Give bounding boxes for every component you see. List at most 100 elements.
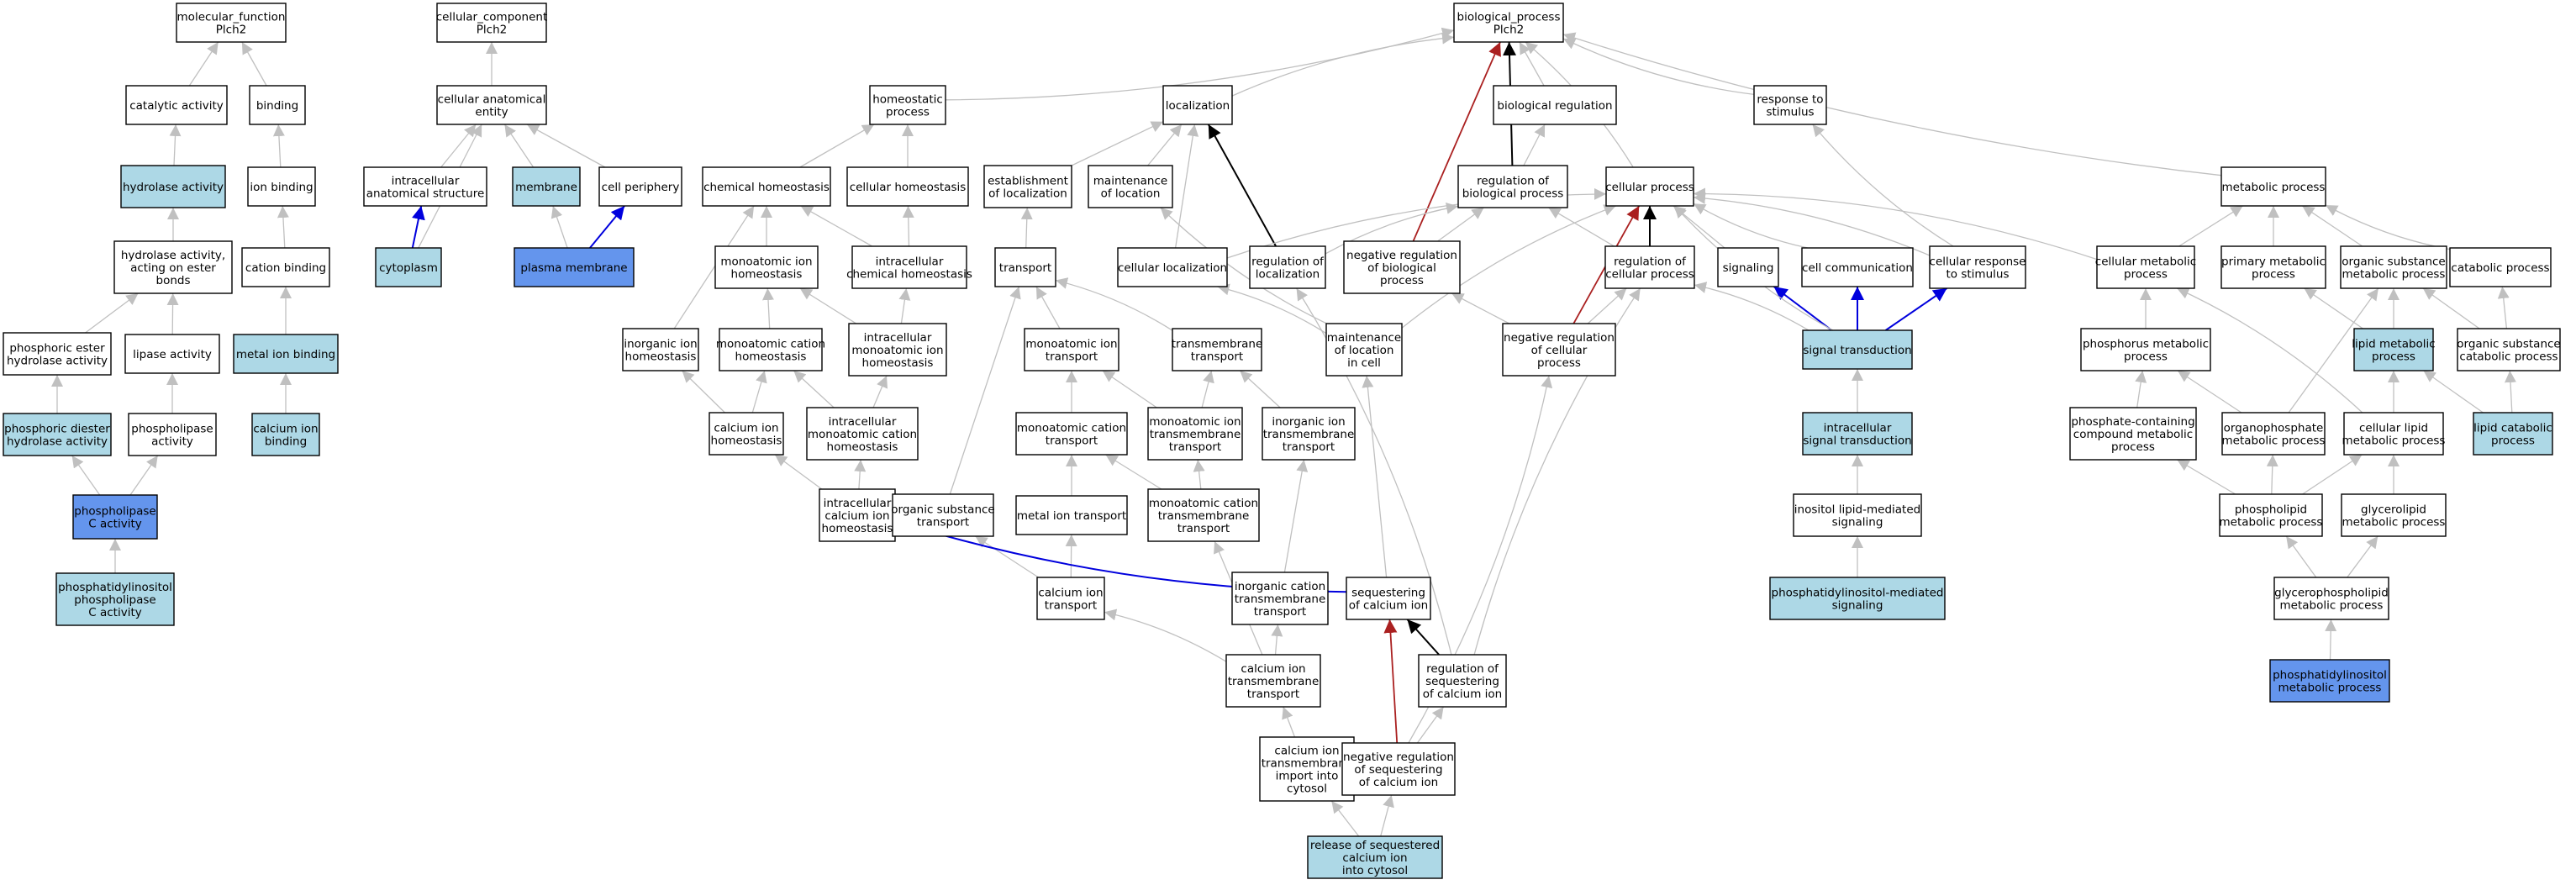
edge-negregbio-to-regbio [1437,207,1484,242]
node-box-monocattrans [1015,412,1128,456]
node-box-bp [1453,3,1564,43]
node-label-cellproc: cellular process [1605,181,1694,194]
edge-negregcell-to-regcell [1587,287,1627,324]
edge-pm-to-membrane [550,205,568,249]
node-box-metaltrans [1015,495,1128,535]
node-label-cationbinding: cation binding [245,261,326,275]
node-box-primmetab [2220,245,2326,289]
node-box-monotmtrans [1147,407,1243,461]
node-box-loc [1162,85,1233,125]
edge-plc-to-phospholipase [129,455,159,496]
edge-glycerophos-to-glycerolipid [2347,535,2378,578]
node-label-chemhomeo: chemical homeostasis [703,181,830,194]
edge-icmonocathomeo-to-monocathomeo [793,370,835,408]
node-box-caltmtrans [1225,654,1321,708]
edge-caltmimport-to-caltmtrans [1282,706,1296,738]
edge-inorgcattmtrans-to-inorgtmtrans [1283,459,1309,573]
node-box-glycerolipid [2341,493,2447,537]
node-box-transport [994,247,1056,287]
node-label-cellcomm: cell communication [1802,261,1913,275]
edge-ionbinding-to-binding [272,124,285,168]
node-box-phospholipase [128,413,217,456]
node-metaltrans: metal ion transport [1015,495,1128,535]
node-box-pipc [55,572,175,626]
node-box-regcell [1604,245,1695,289]
node-box-monocathomeo [719,328,823,371]
edge-orgcatab-to-orgmetab [2422,287,2480,329]
node-transport: transport [994,247,1056,287]
node-box-periphery [598,166,682,207]
node-box-cytoplasm [375,247,442,287]
node-box-estloc [983,165,1072,208]
edge-phoscomp-to-phosmetab [2135,370,2147,408]
edge-plc-to-phosdiester [71,455,101,496]
edge-sigtrans-to-regcell [1694,282,1810,331]
node-catab: catabolic process [2449,247,2552,287]
node-label-catab: catabolic process [2451,261,2549,275]
node-box-iccalhomeo [819,488,896,542]
edge-cellcomm-to-cellproc [1693,203,1808,249]
edge-caltrans-to-metaltrans [1065,534,1077,578]
edge-estloc-to-loc [1071,121,1164,166]
node-box-phosdiester [3,413,112,456]
node-membrane: membrane [512,166,581,207]
node-box-negregseqcal [1341,742,1456,796]
node-box-inositolsig [1793,493,1922,537]
edge-cellresp-to-cellproc [1693,192,1931,256]
edge-orgtrans-to-transport [949,286,1021,495]
node-cellcomm: cell communication [1801,247,1914,287]
edge-bioreg-to-bp [1519,41,1545,87]
node-pm: plasma membrane [514,247,635,287]
node-label-catalytic: catalytic activity [129,99,224,113]
node-box-monotrans [1024,328,1119,371]
node-box-cellhomeo [846,166,969,207]
edge-inorghomeo-to-chemhomeo [673,205,755,329]
edge-celllipid-to-cellmetab [2176,287,2363,414]
node-box-signaling [1717,247,1779,287]
node-box-icmonocathomeo [806,407,919,461]
edge-negregbio-to-bp [1412,41,1501,242]
node-box-inorghomeo [622,328,699,371]
node-box-cationbinding [241,247,330,287]
node-box-glycerophos [2273,577,2389,620]
edge-response-to-bp [1562,38,1755,96]
node-hydrolase: hydrolase activity [120,165,226,208]
node-label-loc: localization [1166,99,1230,113]
node-cellhomeo: cellular homeostasis [846,166,969,207]
node-label-cytoplasm: cytoplasm [379,261,438,275]
edge-catab-to-metab [2325,204,2451,250]
node-box-cellcomm [1801,247,1914,287]
